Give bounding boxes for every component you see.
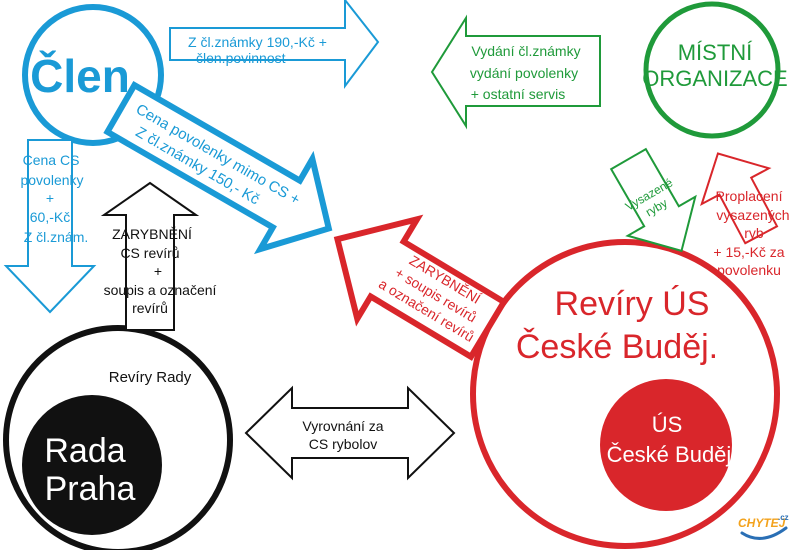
arrow-proplaceni-line2: vysazených <box>716 207 789 223</box>
rada-praha-label-line1: Rada <box>44 432 125 470</box>
arrow-reviry-us-to-mistni <box>700 152 779 245</box>
arrow-mistni-to-clen <box>430 14 601 130</box>
arrow-mistni-to-clen-line2: vydání povolenky <box>470 65 578 81</box>
arrow-clen-down-to-rada <box>3 139 97 314</box>
arrow-clen-to-mistni-line1: Z čl.známky 190,-Kč + <box>188 34 327 50</box>
arrow-rada-up-to-clen <box>100 181 200 331</box>
arrow-vyrovnani-line1: Vyrovnání za <box>302 418 383 434</box>
arrow-rada-up-line1: ZARYBNĚNÍ <box>112 226 192 242</box>
arrow-rada-up-line2: CS revírů <box>120 245 179 261</box>
us-label-line1: ÚS <box>652 412 683 437</box>
mistni-label-line2: ORGANIZACE <box>642 66 787 91</box>
arrow-clen-down-line3: + <box>46 190 54 206</box>
us-ceske-budejovice-circle <box>600 379 732 511</box>
arrow-proplaceni-line1: Proplacení <box>716 188 783 204</box>
mistni-label-line1: MÍSTNÍ <box>678 40 753 65</box>
arrow-clen-to-mistni-line2: člen.povinnost <box>196 50 286 66</box>
arrow-rada-up-line5: revírů <box>132 300 168 316</box>
arrow-mistni-to-clen-line3: + ostatní servis <box>471 86 566 102</box>
chytej-logo: CHYTEJ .cz <box>738 513 789 540</box>
arrow-rada-up-line4: soupis a označení <box>104 282 217 298</box>
reviry-us-label-line2: České Buděj. <box>516 328 718 366</box>
arrow-clen-to-mistni <box>169 0 380 89</box>
reviry-rady-label: Revíry Rady <box>109 369 192 386</box>
arrow-proplaceni-line3: ryb <box>744 225 764 241</box>
rada-praha-circle <box>22 395 162 535</box>
arrow-proplaceni-line5: povolenku <box>717 262 781 278</box>
us-label-line2: České Buděj. <box>607 442 738 467</box>
mistni-organizace-circle <box>643 1 781 139</box>
arrow-mistni-to-reviry-us: Vysazené ryby <box>609 147 697 253</box>
logo-text: CHYTEJ <box>738 516 786 530</box>
rada-praha-label-line2: Praha <box>45 470 136 508</box>
arrow-clen-down-line5: Z čl.znám. <box>24 229 89 245</box>
logo-suffix: .cz <box>778 513 789 522</box>
arrow-clen-down-line2: povolenky <box>20 172 83 188</box>
arrow-clen-down-line4: 60,-Kč <box>30 209 70 225</box>
arrow-proplaceni-line4: + 15,-Kč za <box>713 244 784 260</box>
arrow-mistni-to-clen-line1: Vydání čl.známky <box>471 43 580 59</box>
reviry-us-label-line1: Revíry ÚS <box>555 285 710 323</box>
clen-label: Člen <box>30 50 130 102</box>
arrow-vyrovnani-line2: CS rybolov <box>309 436 377 452</box>
arrow-rada-up-line3: + <box>154 263 162 279</box>
arrow-clen-down-line1: Cena CS <box>23 152 80 168</box>
arrow-vyrovnani-double <box>244 385 456 481</box>
logo-swoosh-icon <box>740 526 788 540</box>
